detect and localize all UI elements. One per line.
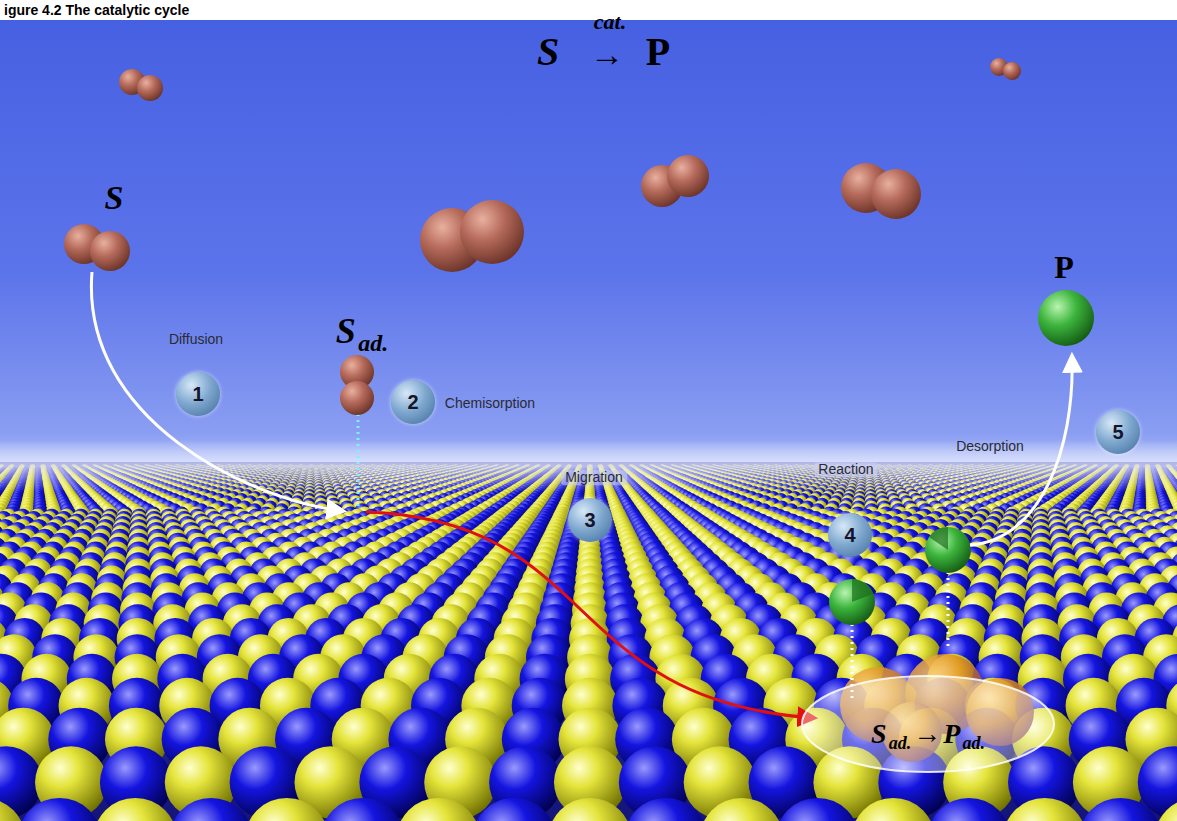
figure-stage: 12345S ad. → P ad. Scat.→PSDiffusionS ad… <box>0 0 1177 821</box>
